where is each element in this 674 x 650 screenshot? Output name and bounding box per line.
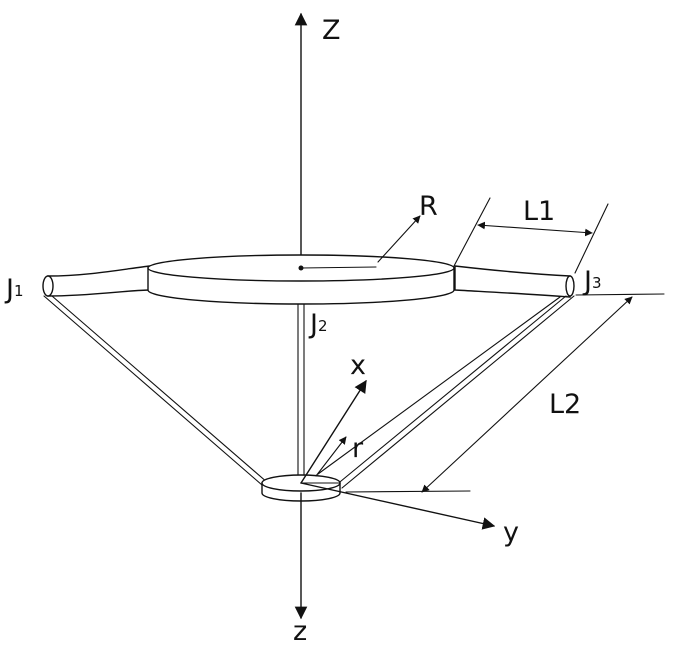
platform-r-arrow (315, 436, 347, 477)
y-axis (300, 482, 496, 530)
l1-extension-left (453, 197, 491, 267)
j3-label: J3 (582, 266, 602, 297)
l1-label: L1 (523, 196, 555, 227)
r-big-label: R (419, 191, 438, 222)
l2-extension-top (575, 293, 665, 296)
radius-r-arrow (300, 266, 377, 269)
l1-dimension-line (477, 221, 593, 237)
j1-label: J1 (4, 274, 24, 305)
j3-joint-end (565, 275, 575, 297)
l2-label: L2 (549, 389, 581, 420)
y-axis-label: y (503, 517, 519, 548)
l1-extension-right (574, 203, 609, 274)
z-top-label: Z (322, 15, 341, 46)
x-axis-label: x (350, 350, 366, 381)
left-link-j1 (47, 265, 151, 297)
r-small-label: r (352, 433, 364, 464)
radius-big-r-arrow (377, 215, 421, 263)
z-bottom-label: z (293, 616, 307, 647)
l2-extension-bottom (345, 490, 471, 493)
j2-label: J2 (308, 309, 328, 340)
left-rod-outer (43, 295, 263, 486)
right-link-j3 (454, 265, 571, 298)
j1-joint-end (42, 275, 54, 297)
x-axis (300, 379, 367, 484)
l2-dimension-line (421, 296, 633, 493)
left-rod-inner (51, 295, 269, 484)
